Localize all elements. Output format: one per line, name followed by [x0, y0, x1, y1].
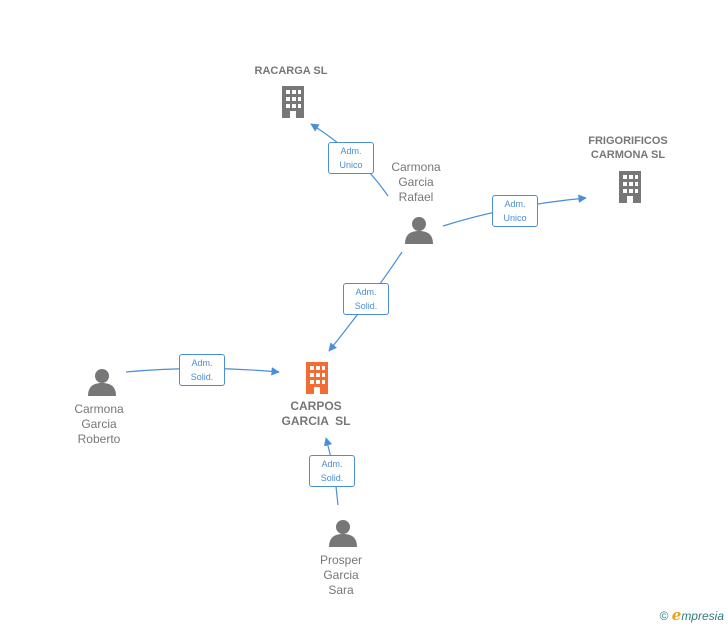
edge-label-line1: Adm.	[340, 146, 362, 156]
edge-label-sara-carpos[interactable]: Adm. Solid.	[309, 455, 355, 487]
frigorificos-name-line2: CARMONA SL	[590, 149, 666, 161]
brand-name: mpresia	[681, 609, 724, 623]
sara-name-line3: Sara	[328, 583, 354, 597]
sara-name-line2: Garcia	[323, 568, 359, 582]
node-frigorificos-label[interactable]: FRIGORIFICOS CARMONA SL	[566, 134, 690, 162]
copyright-symbol: ©	[659, 609, 669, 623]
roberto-name-line1: Carmona	[74, 402, 124, 416]
edge-label-line2: Unico	[503, 213, 527, 223]
carpos-name-line1: CARPOS	[290, 399, 342, 413]
edge-label-line1: Adm.	[355, 287, 377, 297]
person-icon[interactable]	[329, 520, 357, 547]
edge-label-line2: Solid.	[190, 372, 214, 382]
node-racarga-label[interactable]: RACARGA SL	[231, 64, 351, 78]
edge-label-rafael-carpos[interactable]: Adm. Solid.	[343, 283, 389, 315]
node-sara-label[interactable]: Prosper Garcia Sara	[291, 553, 391, 598]
node-carpos-label[interactable]: CARPOS GARCIA SL	[266, 399, 366, 429]
edge-label-rafael-frigorificos[interactable]: Adm. Unico	[492, 195, 538, 227]
frigorificos-name-line1: FRIGORIFICOS	[588, 135, 668, 147]
carpos-name-line2: GARCIA SL	[281, 414, 351, 428]
building-icon[interactable]	[306, 362, 328, 394]
edge-label-line1: Adm.	[191, 358, 213, 368]
person-icon[interactable]	[88, 369, 116, 396]
racarga-name: RACARGA SL	[254, 65, 328, 77]
sara-name-line1: Prosper	[319, 553, 363, 567]
building-icon[interactable]	[619, 171, 641, 203]
edge-label-line2: Solid.	[354, 301, 378, 311]
rafael-name-line3: Rafael	[398, 190, 434, 204]
brand-initial: e	[671, 606, 682, 624]
roberto-name-line2: Garcia	[81, 417, 117, 431]
rafael-name-line1: Carmona	[391, 160, 441, 174]
edge-label-line1: Adm.	[321, 459, 343, 469]
empresia-logo[interactable]: © empresia	[660, 606, 724, 624]
edge-label-line2: Unico	[339, 160, 363, 170]
person-icon[interactable]	[405, 217, 433, 244]
node-rafael-label[interactable]: Carmona Garcia Rafael	[366, 160, 466, 205]
edge-label-roberto-carpos[interactable]: Adm. Solid.	[179, 354, 225, 386]
edge-label-rafael-racarga[interactable]: Adm. Unico	[328, 142, 374, 174]
edge-label-line1: Adm.	[504, 199, 526, 209]
node-roberto-label[interactable]: Carmona Garcia Roberto	[49, 402, 149, 447]
rafael-name-line2: Garcia	[398, 175, 434, 189]
edge-label-line2: Solid.	[320, 473, 344, 483]
building-icon[interactable]	[282, 86, 304, 118]
roberto-name-line3: Roberto	[77, 432, 121, 446]
